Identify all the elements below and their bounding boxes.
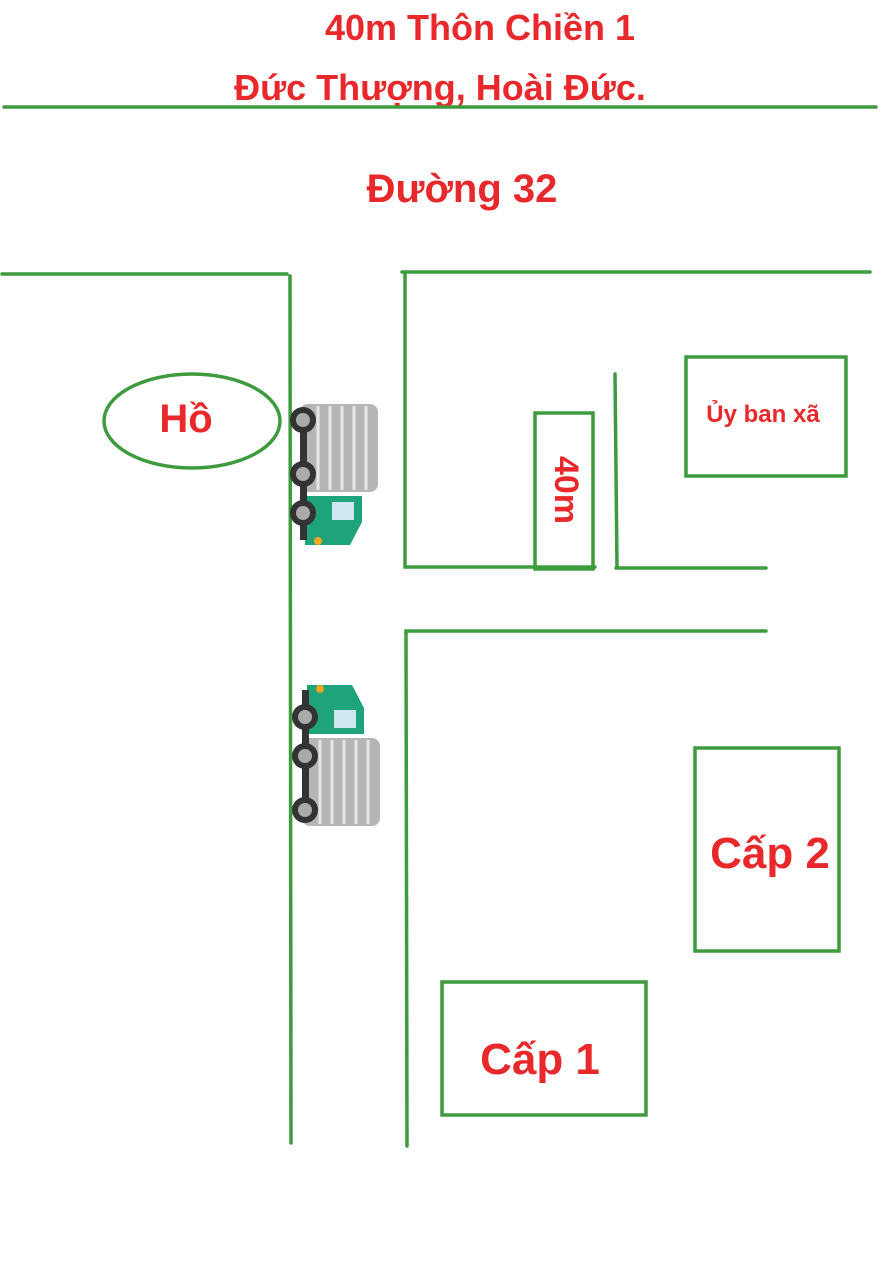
truck-icon	[288, 402, 380, 547]
commune-office-label: Ủy ban xã	[706, 399, 820, 428]
header-line2: Đức Thượng, Hoài Đức.	[234, 67, 646, 108]
commune-office-box	[684, 355, 848, 478]
secondary-school-label: Cấp 2	[710, 829, 830, 878]
truck-icon	[290, 683, 382, 828]
primary-school-box	[440, 980, 648, 1117]
road-label: Đường 32	[367, 167, 558, 211]
alley-label: 40m	[547, 456, 585, 524]
lake-label: Hồ	[159, 397, 212, 441]
header-line1: 40m Thôn Chiền 1	[325, 7, 635, 48]
lake-outline	[102, 372, 282, 470]
alley-box	[533, 411, 595, 571]
secondary-school-box	[693, 746, 841, 953]
primary-school-label: Cấp 1	[480, 1035, 600, 1084]
